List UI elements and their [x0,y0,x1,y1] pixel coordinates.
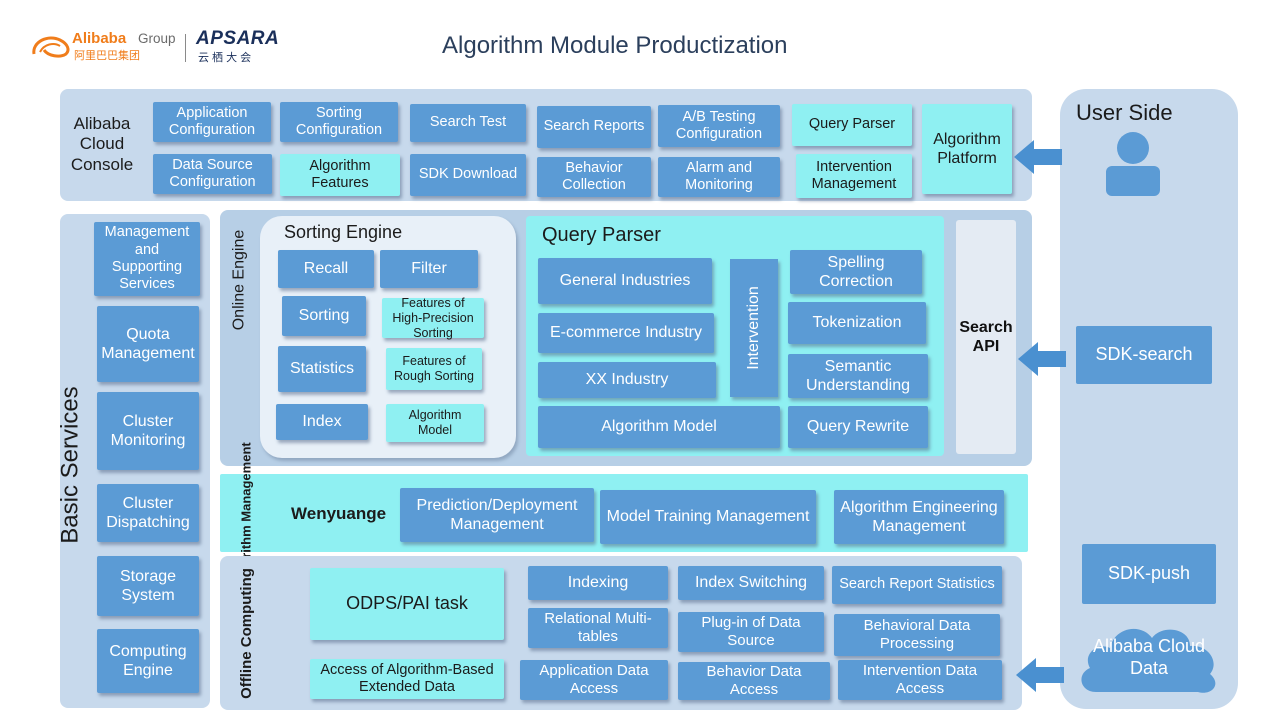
page-title: Algorithm Module Productization [442,32,788,59]
ecommerce-industry-box: E-commerce Industry [538,313,714,353]
offline-computing-label: Offline Computing [237,567,255,699]
algorithm-management-label: Algorithm Management [238,441,254,587]
filter-box: Filter [380,250,478,288]
sdk-download-box: SDK Download [410,154,526,196]
query-rewrite-box: Query Rewrite [788,406,928,448]
sdk-push-box: SDK-push [1082,544,1216,604]
intervention-box: Intervention [730,259,778,397]
brand-group: Group [138,31,176,46]
arrow-to-offline-computing-icon [1016,658,1064,692]
application-configuration-box: Application Configuration [153,102,271,142]
user-icon [1106,132,1160,196]
index-switching-box: Index Switching [678,566,824,600]
query-parser-title: Query Parser [542,224,661,246]
algorithm-platform-box: Algorithm Platform [922,104,1012,194]
prediction-deployment-management-box: Prediction/Deployment Management [400,488,594,542]
semantic-understanding-box: Semantic Understanding [788,354,928,398]
online-engine-label: Online Engine [230,229,248,331]
console-label: Alibaba Cloud Console [70,114,134,174]
behavior-data-access-box: Behavior Data Access [678,662,830,700]
search-api-box: Search API [956,220,1016,454]
index-box: Index [276,404,368,440]
algorithm-engineering-management-box: Algorithm Engineering Management [834,490,1004,544]
algorithm-model-query-box: Algorithm Model [538,406,780,448]
cluster-monitoring-box: Cluster Monitoring [97,392,199,470]
sorting-engine-title: Sorting Engine [284,222,403,242]
brand-alibaba: Alibaba [72,30,127,47]
query-parser-console-box: Query Parser [792,104,912,146]
access-algorithm-extended-data-box: Access of Algorithm-Based Extended Data [310,659,504,699]
application-data-access-box: Application Data Access [520,660,668,700]
alibaba-cloud-data-label: Alibaba Cloud Data [1092,636,1206,678]
sdk-search-box: SDK-search [1076,326,1212,384]
recall-box: Recall [278,250,374,288]
logo-divider [185,34,186,62]
intervention-data-access-box: Intervention Data Access [838,660,1002,700]
cluster-dispatching-box: Cluster Dispatching [97,484,199,542]
computing-engine-box: Computing Engine [97,629,199,693]
arrow-to-algorithm-platform-icon [1014,140,1062,174]
user-side-label: User Side [1076,100,1173,125]
xx-industry-box: XX Industry [538,362,716,398]
odps-pai-task-box: ODPS/PAI task [310,568,504,640]
arrow-to-search-api-icon [1018,342,1066,376]
wenyuange-label: Wenyuange [291,504,387,523]
ab-testing-configuration-box: A/B Testing Configuration [658,105,780,147]
brand-alibaba-cn: 阿里巴巴集团 [74,50,140,62]
statistics-box: Statistics [278,346,366,392]
model-training-management-box: Model Training Management [600,490,816,544]
algorithm-features-box: Algorithm Features [280,154,400,196]
alibaba-group-logo: Alibaba Group 阿里巴巴集团 [30,30,180,62]
sorting-configuration-box: Sorting Configuration [280,102,398,142]
basic-services-label: Basic Services [57,386,85,544]
intervention-management-box: Intervention Management [796,154,912,198]
search-test-box: Search Test [410,104,526,142]
search-reports-box: Search Reports [537,106,651,148]
quota-management-box: Quota Management [97,306,199,382]
relational-multi-tables-box: Relational Multi-tables [528,608,668,648]
sorting-box: Sorting [282,296,366,336]
alarm-and-monitoring-box: Alarm and Monitoring [658,157,780,197]
data-source-configuration-box: Data Source Configuration [153,154,272,194]
behavioral-data-processing-box: Behavioral Data Processing [834,614,1000,656]
features-rough-sorting-box: Features of Rough Sorting [386,348,482,390]
features-high-precision-sorting-box: Features of High-Precision Sorting [382,296,484,340]
storage-system-box: Storage System [97,556,199,616]
cloud-icon [1081,628,1216,693]
brand-apsara: APSARA [196,28,280,49]
indexing-box: Indexing [528,566,668,600]
plug-in-data-source-box: Plug-in of Data Source [678,612,824,652]
alibaba-swoosh-icon [32,36,70,58]
tokenization-box: Tokenization [788,302,926,344]
search-report-statistics-box: Search Report Statistics [832,566,1002,604]
apsara-logo: APSARA 云 栖 大 会 [196,28,286,64]
behavior-collection-box: Behavior Collection [537,157,651,197]
algorithm-model-sorting-box: Algorithm Model [386,404,484,442]
management-supporting-services-box: Management and Supporting Services [94,222,200,296]
spelling-correction-box: Spelling Correction [790,250,922,294]
brand-apsara-cn: 云 栖 大 会 [198,52,252,64]
general-industries-box: General Industries [538,258,712,304]
